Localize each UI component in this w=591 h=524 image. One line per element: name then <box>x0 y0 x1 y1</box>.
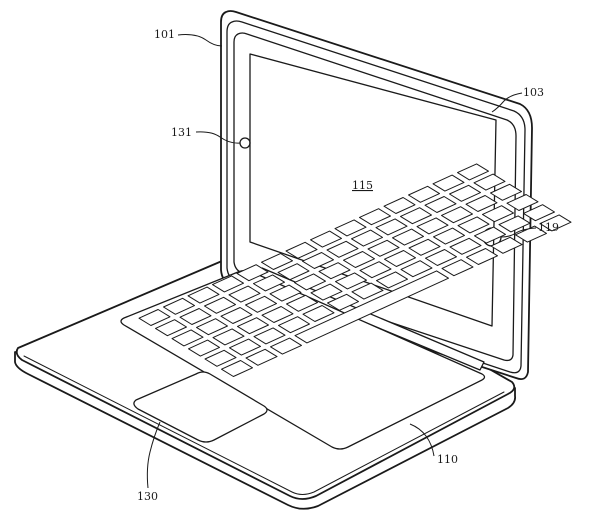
keyboard-key <box>433 227 465 245</box>
keyboard-key <box>359 261 392 279</box>
keyboard-key <box>400 207 432 225</box>
keyboard-key <box>163 297 195 315</box>
keyboard-key <box>490 183 522 201</box>
keyboard-key <box>335 272 367 290</box>
label-119: 119 <box>538 221 559 234</box>
keyboard-key <box>179 308 212 325</box>
leader-103 <box>491 92 523 113</box>
keyboard-key <box>465 195 498 212</box>
keyboard-key <box>261 306 294 323</box>
keyboard-key <box>383 197 416 214</box>
keyboard-key <box>539 214 572 232</box>
keyboard-key <box>334 219 367 237</box>
keyboard-key <box>278 316 310 334</box>
keyboard-key <box>294 273 326 291</box>
keyboard-key <box>253 274 285 292</box>
keyboard-key <box>490 236 523 254</box>
leader-119 <box>500 227 537 238</box>
keyboard-key <box>400 260 433 278</box>
keyboard-key <box>245 295 277 313</box>
keyboard-key <box>310 283 343 301</box>
keyboard-key <box>245 348 278 366</box>
reference-labels: 101 103 131 115 119 110 130 <box>137 28 559 503</box>
keyboard-key <box>221 360 253 377</box>
keyboard-key <box>286 294 318 312</box>
keyboard-key <box>473 173 506 191</box>
keyboard-key <box>466 248 498 265</box>
keyboard-key <box>269 284 302 302</box>
keyboard-keys <box>138 163 572 377</box>
keyboard-key <box>457 216 490 234</box>
keyboard-key <box>408 238 441 256</box>
keyboard-key <box>310 230 342 248</box>
keyboard-key <box>212 328 245 346</box>
keyboard-key <box>204 349 237 367</box>
keyboard-key <box>187 286 220 304</box>
keyboard-key <box>302 305 335 322</box>
keyboard-key <box>384 250 416 267</box>
keyboard-key <box>236 264 269 282</box>
keyboard-key <box>425 249 457 266</box>
keyboard <box>120 163 572 450</box>
keyboard-key <box>204 296 236 314</box>
keyboard-key <box>228 285 261 303</box>
keyboard-key <box>449 184 481 202</box>
keyboard-key <box>196 318 228 336</box>
keyboard-key <box>432 174 465 192</box>
keyboard-key <box>327 293 359 311</box>
keyboard-key <box>474 226 506 244</box>
leader-130 <box>146 421 161 489</box>
keyboard-key <box>375 218 408 236</box>
keyboard-key <box>441 259 474 277</box>
keyboard-key <box>171 329 204 347</box>
keyboard-key <box>318 262 351 280</box>
keyboard-key <box>261 253 293 270</box>
label-103: 103 <box>523 86 544 99</box>
keyboard-key <box>523 204 555 222</box>
keyboard-key <box>229 338 261 356</box>
label-110: 110 <box>437 453 458 466</box>
keyboard-key <box>343 251 375 268</box>
display-bezel <box>233 32 517 362</box>
label-130: 130 <box>137 490 158 503</box>
leader-101 <box>177 34 223 47</box>
keyboard-key <box>449 237 482 255</box>
trackpad <box>133 371 268 443</box>
keyboard-key <box>416 217 449 235</box>
keyboard-key <box>277 263 310 281</box>
keyboard-key <box>351 229 383 247</box>
keyboard-key <box>138 309 171 326</box>
label-131: 131 <box>171 126 192 139</box>
keyboard-key <box>392 228 424 246</box>
spacebar-key <box>294 270 449 344</box>
keyboard-key <box>302 252 334 269</box>
keyboard-key <box>441 206 473 224</box>
base-deck-rim <box>23 355 505 495</box>
keyboard-key <box>253 327 286 345</box>
keyboard-key <box>506 194 539 211</box>
leader-lines <box>146 34 537 489</box>
keyboard-key <box>408 185 440 203</box>
keyboard-key <box>424 196 457 213</box>
keyboard-key <box>359 208 391 226</box>
keyboard-key <box>155 319 187 337</box>
keyboard-key <box>326 240 359 258</box>
keyboard-key <box>498 215 531 233</box>
leader-131 <box>195 131 241 144</box>
keyboard-key <box>270 337 302 355</box>
keyboard-key <box>212 275 244 293</box>
keyboard-key <box>351 282 384 300</box>
leader-110 <box>409 423 435 457</box>
keyboard-key <box>367 239 400 257</box>
keyboard-key <box>285 241 318 259</box>
keyboard-key <box>237 317 269 335</box>
keyboard-key <box>457 163 489 181</box>
keyboard-key <box>482 205 514 223</box>
label-115: 115 <box>352 179 373 192</box>
keyboard-key <box>188 339 220 357</box>
label-101: 101 <box>154 28 175 41</box>
keyboard-key <box>376 271 408 289</box>
keyboard-key <box>220 307 253 324</box>
